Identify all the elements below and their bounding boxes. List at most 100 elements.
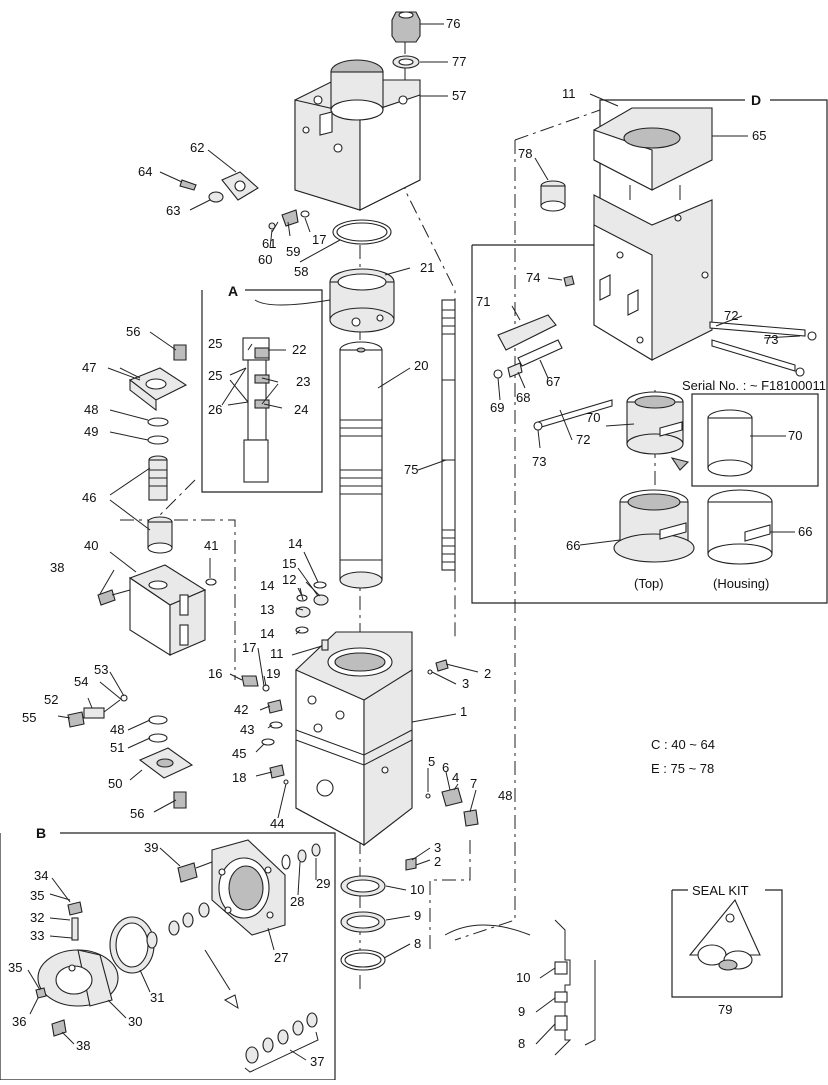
callout: 30 [128, 1014, 142, 1029]
callout: 59 [286, 244, 300, 259]
callout: 8 [518, 1036, 525, 1051]
callout: 68 [516, 390, 530, 405]
callout: 35 [30, 888, 44, 903]
callout: 51 [110, 740, 124, 755]
callout: 21 [420, 260, 434, 275]
callout: 18 [232, 770, 246, 785]
leader-lines [27, 23, 801, 1061]
callout: 7 [470, 776, 477, 791]
callout: 61 [262, 236, 276, 251]
serial-label: Serial No. : ~ F18100011 [682, 378, 826, 393]
callout: 48 [110, 722, 124, 737]
callout: 12 [282, 572, 296, 587]
callout: 36 [12, 1014, 26, 1029]
detail-label-a: A [228, 283, 238, 299]
top-label: (Top) [634, 576, 664, 591]
callout: 58 [294, 264, 308, 279]
callout: 48 [498, 788, 512, 803]
callout: 62 [190, 140, 204, 155]
callout: 40 [84, 538, 98, 553]
callout: 63 [166, 203, 180, 218]
callout: 47 [82, 360, 96, 375]
callout: 16 [208, 666, 222, 681]
callout: 14 [260, 626, 274, 641]
callout: 75 [404, 462, 418, 477]
callout: 8 [414, 936, 421, 951]
callout: 1 [460, 704, 467, 719]
callout: 49 [84, 424, 98, 439]
callout: 66 [798, 524, 812, 539]
callout: 73 [764, 332, 778, 347]
section-labels: A B D Serial No. : ~ F18100011 (Top) (Ho… [36, 92, 826, 898]
callout: 22 [292, 342, 306, 357]
detail-box-a [201, 289, 323, 493]
callout: 73 [532, 454, 546, 469]
callout: 39 [144, 840, 158, 855]
detail-label-b: B [36, 825, 46, 841]
callout: 24 [294, 402, 308, 417]
callout: 44 [270, 816, 284, 831]
callout: 55 [22, 710, 36, 725]
callout: 52 [44, 692, 58, 707]
callout: 10 [410, 882, 424, 897]
seal-kit-label: SEAL KIT [692, 883, 749, 898]
callout: 42 [234, 702, 248, 717]
callout: 34 [34, 868, 48, 883]
callout: 6 [442, 760, 449, 775]
callout: 77 [452, 54, 466, 69]
callout: 33 [30, 928, 44, 943]
callout: 26 [208, 402, 222, 417]
callout: 13 [260, 602, 274, 617]
callout: 70 [788, 428, 802, 443]
callout: 17 [242, 640, 256, 655]
callout: 23 [296, 374, 310, 389]
callout: 37 [310, 1054, 324, 1069]
callout: 19 [266, 666, 280, 681]
callout: 79 [718, 1002, 732, 1017]
callout: 14 [260, 578, 274, 593]
callout: 17 [312, 232, 326, 247]
callout: 35 [8, 960, 22, 975]
callout: 53 [94, 662, 108, 677]
callout: 2 [434, 854, 441, 869]
callout: 54 [74, 674, 88, 689]
callout: 11 [270, 646, 284, 661]
callout: 70 [586, 410, 600, 425]
callout: 56 [130, 806, 144, 821]
callout: 3 [434, 840, 441, 855]
callout: 20 [414, 358, 428, 373]
callout: 41 [204, 538, 218, 553]
callout: 38 [76, 1038, 90, 1053]
callout: 72 [724, 308, 738, 323]
callout: 74 [526, 270, 540, 285]
callout: 27 [274, 950, 288, 965]
callout: 71 [476, 294, 490, 309]
detail-box-d [471, 99, 828, 604]
callout: 45 [232, 746, 246, 761]
note-e: E : 75 ~ 78 [651, 761, 714, 776]
callout: 3 [462, 676, 469, 691]
callout: 60 [258, 252, 272, 267]
callout: 4 [452, 770, 459, 785]
seal-kit-box [671, 889, 783, 998]
callout: 67 [546, 374, 560, 389]
callout: 78 [518, 146, 532, 161]
callout-numbers: 76 77 57 11 65 78 62 64 63 61 60 59 17 5… [8, 16, 812, 1069]
callout: 28 [290, 894, 304, 909]
callout: 9 [518, 1004, 525, 1019]
callout: 10 [516, 970, 530, 985]
callout: 14 [288, 536, 302, 551]
callout: 72 [576, 432, 590, 447]
callout: 50 [108, 776, 122, 791]
callout: 5 [428, 754, 435, 769]
callout: 64 [138, 164, 152, 179]
callout: 38 [50, 560, 64, 575]
callout: 66 [566, 538, 580, 553]
callout: 65 [752, 128, 766, 143]
callout: 11 [562, 86, 576, 101]
callout: 29 [316, 876, 330, 891]
callout: 56 [126, 324, 140, 339]
callout: 31 [150, 990, 164, 1005]
